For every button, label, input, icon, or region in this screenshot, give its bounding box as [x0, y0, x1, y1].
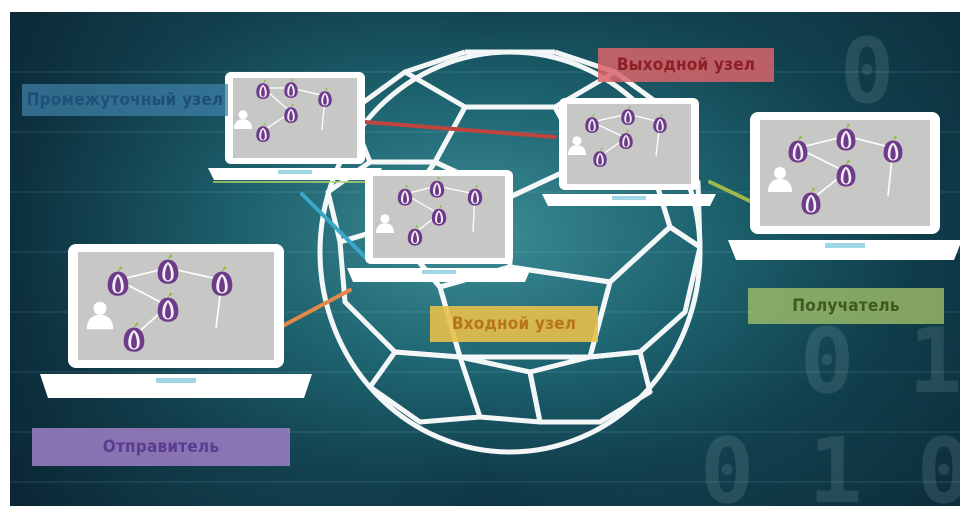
link-exit-recipient [708, 180, 754, 204]
label-intermediate-node: Промежуточный узел [22, 84, 228, 116]
link-entry-intermediate [300, 192, 367, 259]
label-exit-node: Выходной узел [598, 48, 774, 82]
label-entry-node: Входной узел [430, 306, 598, 342]
laptop-exit [542, 98, 716, 206]
svg-text:0 1 0 1: 0 1 0 1 [700, 419, 960, 506]
laptop-intermediate [208, 72, 382, 183]
svg-text:0 1 0: 0 1 0 [800, 309, 960, 414]
laptop-sender [40, 244, 312, 398]
diagram-canvas: 0 1 0 0 1 0 1 0 [10, 12, 960, 506]
laptop-entry [347, 170, 531, 282]
tor-diagram: 0 1 0 0 1 0 1 0 [10, 12, 960, 506]
label-sender: Отправитель [32, 428, 290, 466]
label-recipient: Получатель [748, 288, 944, 324]
laptop-recipient [728, 112, 960, 260]
link-intermediate-exit [363, 120, 557, 139]
svg-text:0: 0 [840, 19, 894, 124]
